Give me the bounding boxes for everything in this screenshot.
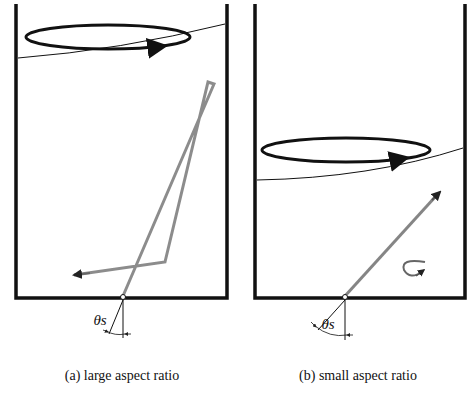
angle-label: θs	[93, 312, 106, 329]
container-b	[255, 4, 465, 340]
angle-label: θs	[321, 316, 334, 333]
panel-caption: (a) large aspect ratio	[65, 368, 179, 383]
panel-caption: (b) small aspect ratio	[299, 368, 417, 383]
container-a	[16, 4, 227, 338]
